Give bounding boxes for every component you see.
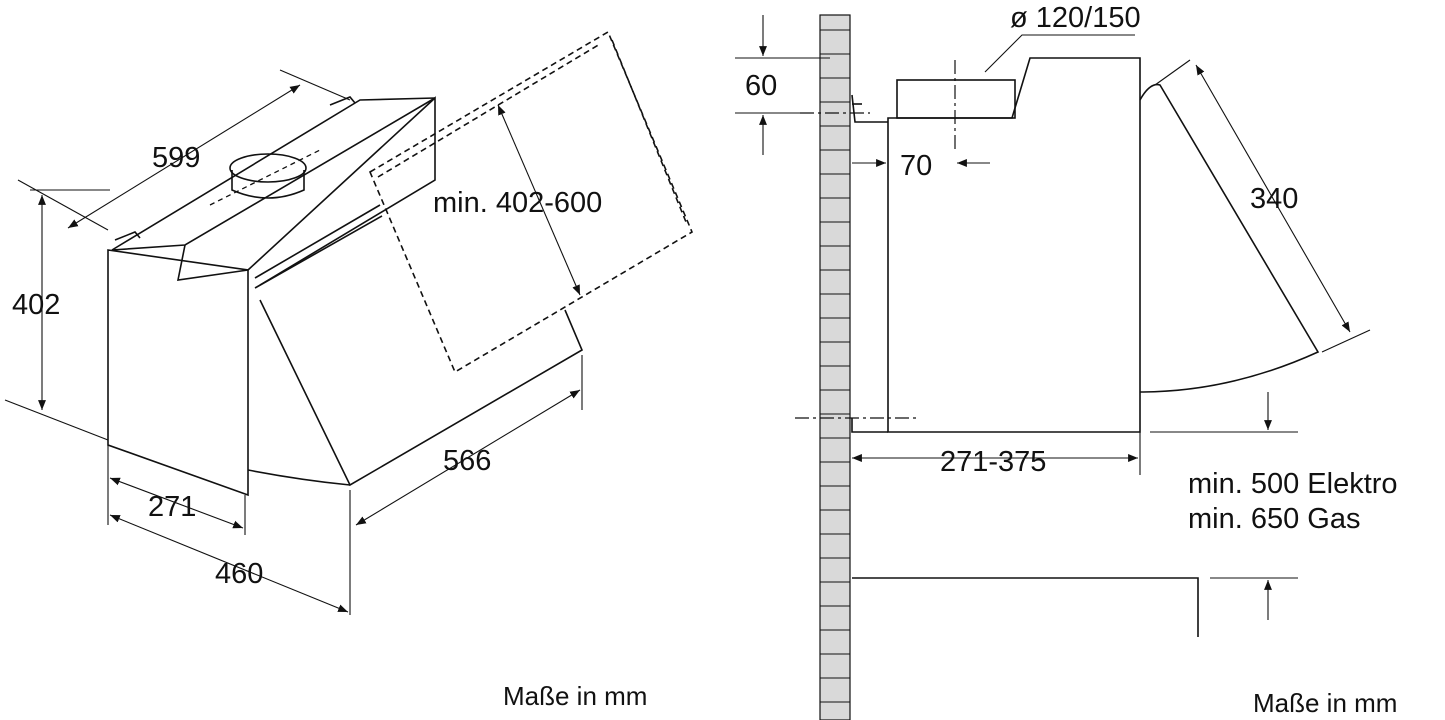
dim-depth-total-label: 460 bbox=[215, 558, 263, 590]
hood-isometric-view: 599 402 min. 402-600 271 460 566 Maße in… bbox=[4, 30, 694, 711]
duct-collar-top bbox=[229, 153, 307, 183]
cooktop-counter bbox=[852, 577, 1199, 637]
dim-line-depth-total bbox=[109, 514, 349, 613]
dim-duct-offset-label: 70 bbox=[900, 150, 932, 182]
wall-bracket bbox=[851, 94, 888, 123]
panel-inner-edge bbox=[377, 43, 601, 178]
dim-line-panel bbox=[497, 104, 581, 296]
wall bbox=[819, 14, 851, 720]
units-caption-left: Maße in mm bbox=[503, 681, 647, 711]
hood-rail-line bbox=[254, 204, 381, 279]
dim-line-visor bbox=[1195, 64, 1351, 333]
duct-leader bbox=[984, 34, 1135, 73]
ext-line bbox=[17, 179, 109, 231]
wall-bracket-bottom bbox=[851, 418, 888, 433]
dim-duct-label: ø 120/150 bbox=[1010, 2, 1141, 34]
hood-rail-line-2 bbox=[254, 215, 383, 289]
hood-visor-curve bbox=[247, 469, 351, 486]
hood-side-face bbox=[107, 249, 249, 497]
dim-width-label: 599 bbox=[152, 142, 200, 174]
panel-outline bbox=[368, 30, 694, 374]
dim-line-width bbox=[67, 84, 301, 229]
dim-offset-label: 60 bbox=[745, 70, 777, 102]
wall-brick-lines bbox=[820, 29, 850, 703]
mounting-tab-left bbox=[114, 231, 141, 241]
ext-line bbox=[1321, 329, 1371, 353]
hood-side-section-view: ø 120/150 60 70 340 271-375 min. 500 El bbox=[735, 2, 1398, 720]
hood-top-surface bbox=[111, 97, 436, 251]
dim-depth-short-label: 271 bbox=[148, 491, 196, 523]
dim-length-label: 566 bbox=[443, 445, 491, 477]
clearance-electric-label: min. 500 Elektro bbox=[1188, 468, 1398, 500]
hood-visor bbox=[259, 299, 584, 487]
ext-line bbox=[279, 69, 351, 101]
clearance-gas-label: min. 650 Gas bbox=[1188, 503, 1360, 535]
hood-front-notch bbox=[176, 244, 249, 281]
duct-collar bbox=[231, 170, 305, 199]
hood-body-section bbox=[887, 57, 1141, 433]
dim-line-length bbox=[355, 389, 581, 526]
visor-section bbox=[1139, 83, 1320, 393]
duct-box bbox=[896, 79, 1016, 119]
ext-line bbox=[1154, 59, 1191, 86]
mounting-tab-right bbox=[329, 96, 356, 106]
dim-depth-label: 271-375 bbox=[940, 446, 1046, 478]
units-caption-right: Maße in mm bbox=[1253, 688, 1397, 718]
dim-height-label: 402 bbox=[12, 289, 60, 321]
dim-panel-label: min. 402-600 bbox=[433, 187, 602, 219]
hood-rail-face bbox=[247, 96, 436, 286]
dim-visor-label: 340 bbox=[1250, 183, 1298, 215]
ext-line bbox=[4, 399, 109, 441]
panel-inner-edge-2 bbox=[611, 39, 687, 223]
